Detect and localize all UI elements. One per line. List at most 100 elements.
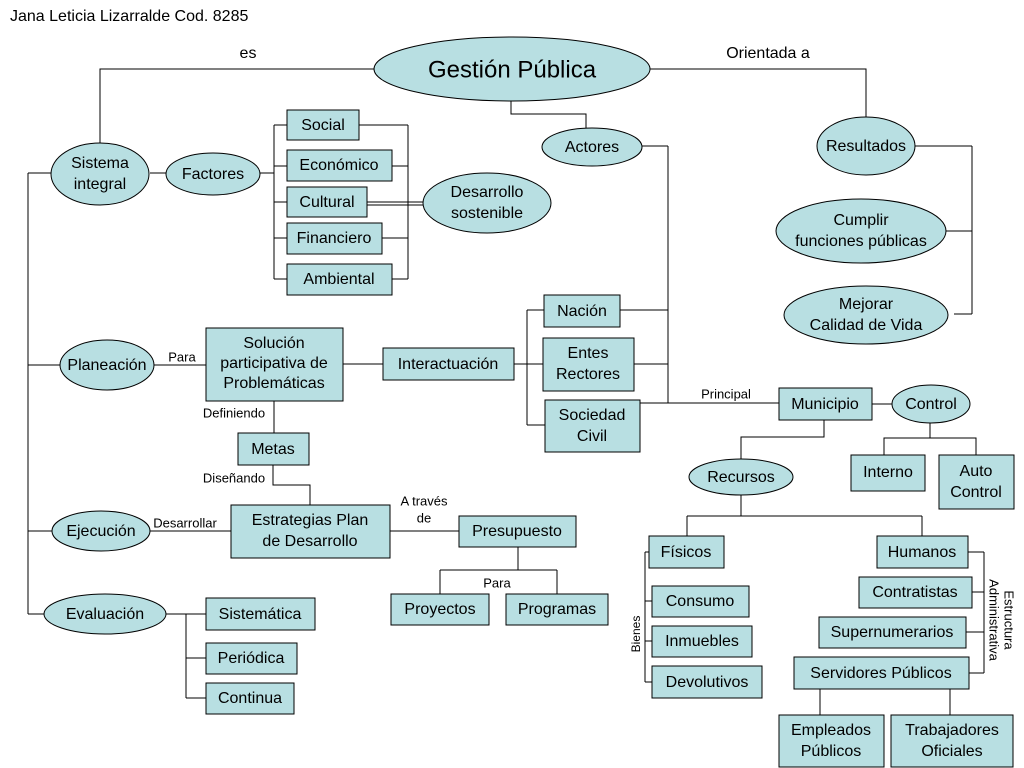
node-sistema-integral[interactable]: Sistema integral (50, 142, 150, 206)
svg-text:Programas: Programas (518, 601, 596, 618)
node-supernumerarios[interactable]: Supernumerarios (818, 616, 967, 649)
node-financiero[interactable]: Financiero (286, 222, 383, 255)
node-consumo[interactable]: Consumo (651, 585, 750, 618)
estructura-label-1: Estructura (1002, 590, 1017, 650)
node-cultural[interactable]: Cultural (286, 186, 368, 218)
node-evaluacion[interactable]: Evaluación (43, 593, 167, 635)
svg-text:Contratistas: Contratistas (872, 584, 957, 601)
node-sociedad-civil[interactable]: Sociedad Civil (544, 399, 641, 453)
svg-text:Metas: Metas (251, 441, 295, 458)
svg-text:Sistema: Sistema (71, 155, 129, 172)
es-label: es (240, 45, 257, 62)
node-continua[interactable]: Continua (205, 682, 295, 715)
svg-text:Devolutivos: Devolutivos (666, 674, 749, 691)
node-nacion[interactable]: Nación (543, 294, 621, 328)
node-solucion[interactable]: Solución participativa de Problemáticas (205, 327, 344, 402)
node-economico[interactable]: Económico (286, 149, 393, 182)
svg-text:Proyectos: Proyectos (404, 601, 475, 618)
node-interactuacion[interactable]: Interactuación (382, 347, 515, 381)
disenando-label: Diseñando (203, 470, 265, 485)
node-sistematica[interactable]: Sistemática (205, 597, 316, 631)
svg-text:Recursos: Recursos (707, 469, 775, 486)
node-proyectos[interactable]: Proyectos (390, 593, 490, 626)
para-label: Para (168, 349, 196, 364)
principal-label: Principal (701, 386, 751, 401)
svg-text:Periódica: Periódica (218, 650, 285, 667)
node-devolutivos[interactable]: Devolutivos (651, 665, 763, 699)
svg-text:Factores: Factores (182, 166, 244, 183)
svg-text:Trabajadores: Trabajadores (905, 722, 999, 739)
desarrollar-label: Desarrollar (153, 515, 217, 530)
svg-text:Consumo: Consumo (666, 593, 735, 610)
svg-text:Civil: Civil (577, 428, 607, 445)
svg-text:Entes: Entes (568, 345, 609, 362)
estructura-label-2: Administrativa (987, 579, 1002, 661)
node-metas[interactable]: Metas (237, 432, 310, 466)
svg-text:Social: Social (301, 117, 345, 134)
para-label-2: Para (483, 575, 511, 590)
svg-text:Mejorar: Mejorar (839, 296, 894, 313)
node-municipio[interactable]: Municipio (778, 387, 873, 421)
svg-text:Continua: Continua (218, 690, 282, 707)
svg-text:Nación: Nación (557, 303, 607, 320)
svg-text:Auto: Auto (960, 463, 993, 480)
node-control[interactable]: Control (891, 384, 971, 424)
svg-text:Financiero: Financiero (297, 230, 372, 247)
svg-text:Empleados: Empleados (791, 722, 871, 739)
node-contratistas[interactable]: Contratistas (858, 576, 973, 609)
node-inmuebles[interactable]: Inmuebles (651, 625, 753, 658)
node-fisicos[interactable]: Físicos (648, 535, 725, 569)
svg-text:funciones públicas: funciones públicas (795, 233, 927, 250)
svg-text:Planeación: Planeación (67, 357, 146, 374)
node-auto-control[interactable]: Auto Control (938, 454, 1015, 510)
node-ejecucion[interactable]: Ejecución (51, 510, 151, 552)
node-planeacion[interactable]: Planeación (59, 339, 155, 391)
node-servidores[interactable]: Servidores Públicos (793, 656, 970, 690)
root-node[interactable]: Gestión Pública (373, 36, 651, 102)
node-humanos[interactable]: Humanos (876, 535, 969, 569)
svg-text:integral: integral (74, 176, 126, 193)
svg-text:Sociedad: Sociedad (559, 407, 626, 424)
node-programas[interactable]: Programas (505, 593, 609, 626)
svg-text:Cumplir: Cumplir (833, 212, 889, 229)
svg-text:Estrategias Plan: Estrategias Plan (252, 512, 369, 529)
svg-text:sostenible: sostenible (451, 205, 523, 222)
root-label: Gestión Pública (428, 56, 597, 83)
svg-text:Interactuación: Interactuación (398, 356, 499, 373)
svg-text:Problemáticas: Problemáticas (223, 375, 324, 392)
svg-text:Control: Control (905, 396, 957, 413)
node-recursos[interactable]: Recursos (688, 458, 794, 496)
node-social[interactable]: Social (286, 109, 360, 141)
svg-text:Calidad de Vida: Calidad de Vida (810, 317, 923, 334)
node-presupuesto[interactable]: Presupuesto (458, 515, 577, 548)
svg-text:Desarrollo: Desarrollo (451, 184, 524, 201)
svg-text:Resultados: Resultados (826, 138, 906, 155)
svg-text:Presupuesto: Presupuesto (472, 523, 562, 540)
svg-text:Físicos: Físicos (661, 544, 712, 561)
node-factores[interactable]: Factores (165, 152, 261, 196)
svg-text:Cultural: Cultural (299, 194, 354, 211)
svg-text:Rectores: Rectores (556, 366, 620, 383)
a-traves-label-2: de (417, 510, 431, 525)
svg-text:Control: Control (950, 484, 1002, 501)
svg-text:Oficiales: Oficiales (921, 743, 982, 760)
node-desarrollo-sostenible[interactable]: Desarrollo sostenible (422, 172, 552, 234)
svg-text:participativa de: participativa de (220, 355, 328, 372)
node-periodica[interactable]: Periódica (205, 642, 298, 675)
connector-lines (27, 68, 985, 715)
node-trabajadores[interactable]: Trabajadores Oficiales (890, 714, 1014, 768)
svg-text:Interno: Interno (863, 464, 913, 481)
node-ambiental[interactable]: Ambiental (286, 263, 393, 296)
orientada-label: Orientada a (726, 45, 810, 62)
node-entes-rectores[interactable]: Entes Rectores (542, 337, 635, 392)
node-resultados[interactable]: Resultados (816, 116, 916, 176)
svg-text:Servidores Públicos: Servidores Públicos (810, 665, 951, 682)
node-empleados[interactable]: Empleados Públicos (778, 714, 885, 768)
node-mejorar[interactable]: Mejorar Calidad de Vida (783, 285, 949, 345)
node-actores[interactable]: Actores (541, 127, 643, 167)
node-cumplir[interactable]: Cumplir funciones públicas (775, 198, 947, 264)
svg-text:Supernumerarios: Supernumerarios (831, 624, 954, 641)
node-interno[interactable]: Interno (850, 454, 926, 492)
node-estrategias[interactable]: Estrategias Plan de Desarrollo (230, 504, 391, 559)
svg-text:Públicos: Públicos (801, 743, 861, 760)
